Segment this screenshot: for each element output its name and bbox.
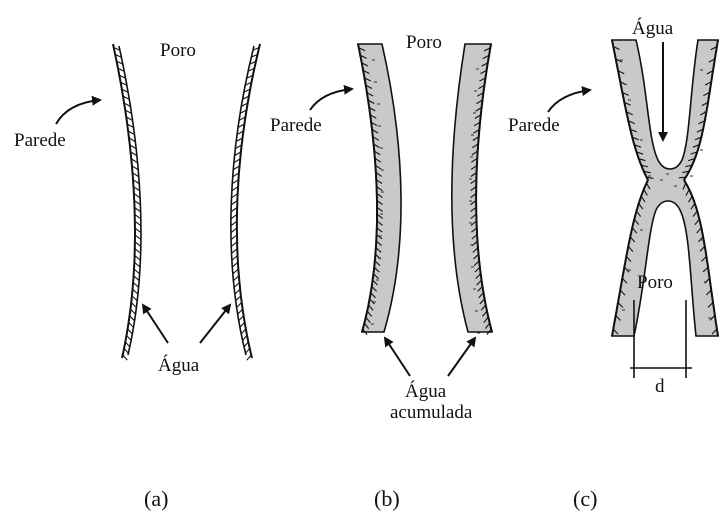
- hatch-mark: [239, 316, 244, 321]
- water-arrow-left: [143, 305, 168, 343]
- pore-label: Poro: [160, 40, 196, 61]
- accumulated-water-right: [452, 44, 492, 332]
- water-label-line1: Água: [405, 380, 447, 402]
- water-arrow-right: [200, 305, 230, 343]
- water-arrow-left: [385, 338, 410, 376]
- hatch-mark: [238, 309, 243, 314]
- hatch-mark: [234, 283, 239, 288]
- hatch-mark: [235, 289, 240, 294]
- water-arrow-right: [448, 338, 475, 376]
- diameter-label: d: [655, 376, 665, 397]
- hatch-mark: [679, 177, 686, 178]
- panel-c: Água Parede Poro d (c): [508, 17, 718, 511]
- hatch-mark: [123, 355, 128, 360]
- panel-b: Poro Parede Água acumulada (b): [270, 32, 492, 511]
- hatch-mark: [240, 322, 245, 327]
- hatch-mark: [247, 355, 251, 360]
- hatched-wall-right: [231, 44, 260, 360]
- pore-label: Poro: [637, 272, 673, 293]
- hatch-mark: [133, 289, 138, 294]
- wall-arrow: [548, 90, 590, 112]
- water-label: Água: [158, 354, 200, 376]
- hatch-mark: [237, 303, 242, 308]
- caption-c: (c): [573, 486, 597, 511]
- caption-a: (a): [144, 486, 168, 511]
- water-label: Água: [632, 17, 674, 39]
- accumulated-water-left: [358, 44, 401, 332]
- hatch-mark: [129, 322, 134, 327]
- wall-arrow: [310, 89, 352, 110]
- wall-label: Parede: [270, 115, 322, 136]
- hatch-mark: [132, 296, 137, 301]
- hatch-mark: [130, 316, 135, 321]
- hatch-mark: [130, 309, 135, 314]
- panel-a: Poro Parede Água (a): [14, 40, 260, 511]
- pore-label: Poro: [406, 32, 442, 53]
- water-label-line2: acumulada: [390, 402, 473, 423]
- caption-b: (b): [374, 486, 400, 511]
- hatch-mark: [236, 296, 241, 301]
- wall-label: Parede: [14, 130, 66, 151]
- wall-label: Parede: [508, 115, 560, 136]
- wall-arrow: [56, 100, 100, 124]
